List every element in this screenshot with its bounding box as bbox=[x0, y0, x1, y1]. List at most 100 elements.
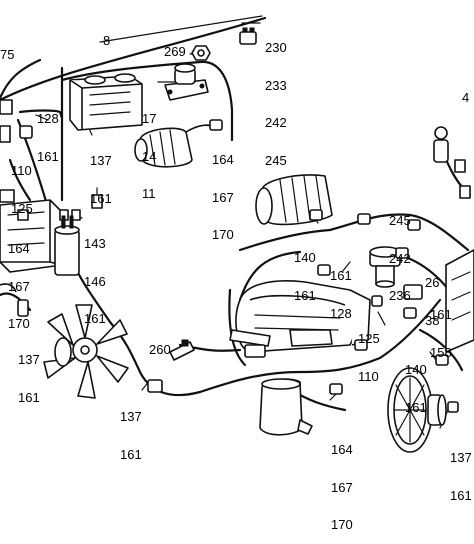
callout-230: 230 233 242 245 bbox=[265, 17, 287, 180]
callout-line: 242 bbox=[389, 250, 411, 266]
alternator bbox=[255, 174, 333, 226]
radiator-fan bbox=[387, 367, 459, 453]
callout-line: 167 bbox=[212, 189, 234, 205]
callout-137-161-b: 137 161 bbox=[18, 329, 40, 417]
wiring-diagram: 75 8 230 233 242 245 269 128 161 17 14 1… bbox=[0, 15, 474, 531]
callout-line: 8 bbox=[103, 33, 111, 48]
connector-right-160 bbox=[403, 307, 417, 319]
callout-line: 158 bbox=[430, 344, 452, 360]
callout-125-110: 125 110 bbox=[358, 308, 380, 396]
callout-164-167-170-b: 164 167 170 bbox=[8, 218, 30, 343]
callout-line: 161 bbox=[18, 389, 40, 405]
callout-line: 110 bbox=[358, 368, 379, 384]
callout-75: 75 bbox=[0, 47, 15, 62]
callout-line: 161 bbox=[84, 311, 106, 326]
small-clip-143 bbox=[91, 187, 103, 209]
connector-161-158 bbox=[403, 284, 423, 300]
callout-line: 26 bbox=[425, 275, 440, 290]
left-edge-connectors bbox=[0, 99, 33, 203]
intake-manifold bbox=[229, 280, 371, 358]
callout-line: 170 bbox=[331, 517, 353, 532]
callout-140-161-a: 140 161 bbox=[294, 227, 316, 315]
callout-line: 75 bbox=[0, 47, 15, 62]
callout-245-242-236: 245 242 236 bbox=[389, 190, 411, 315]
connector-137-161-fan bbox=[147, 379, 163, 393]
diagram-drawing bbox=[0, 15, 474, 453]
callout-line: 269 bbox=[164, 44, 186, 59]
callout-line: 38 bbox=[425, 312, 440, 328]
callout-line: 140 bbox=[405, 362, 427, 377]
callout-line: 161 bbox=[430, 307, 452, 322]
callout-164-167-170-a: 164 167 170 bbox=[212, 129, 234, 254]
callout-line: 164 bbox=[331, 442, 353, 457]
callout-line: 170 bbox=[8, 316, 30, 331]
callout-line: 260 bbox=[149, 342, 171, 357]
callout-line: 14 bbox=[142, 148, 157, 164]
callout-line: 128 bbox=[37, 111, 59, 126]
right-edge-parts bbox=[433, 126, 474, 353]
connector-140-161-right bbox=[435, 354, 449, 366]
callout-line: 245 bbox=[389, 213, 411, 228]
callout-26-38: 26 38 bbox=[425, 252, 439, 340]
callout-line: 161 bbox=[405, 399, 427, 415]
connector-161-128 bbox=[317, 264, 331, 276]
callout-137-161-a: 137 161 bbox=[90, 130, 112, 218]
callout-137-161-d: 137 161 bbox=[450, 427, 472, 515]
connector-230-group bbox=[239, 27, 257, 45]
callout-line: 161 bbox=[294, 287, 316, 303]
callout-line: 137 bbox=[90, 153, 112, 168]
callout-line: 4 bbox=[462, 90, 470, 105]
callout-110-125: 110 125 bbox=[11, 140, 33, 228]
callout-line: 146 bbox=[84, 273, 106, 289]
connector-125-110 bbox=[371, 295, 383, 307]
washer-reservoir bbox=[259, 378, 343, 436]
callout-4: 4 bbox=[462, 90, 470, 105]
callout-line: 125 bbox=[11, 200, 33, 216]
callout-161-158: 161 158 bbox=[430, 284, 452, 372]
callout-line: 233 bbox=[265, 77, 287, 93]
callout-line: 170 bbox=[212, 227, 234, 242]
callout-line: 236 bbox=[389, 288, 411, 303]
callout-line: 110 bbox=[11, 163, 32, 178]
callout-260: 260 bbox=[149, 342, 171, 357]
callout-line: 167 bbox=[331, 479, 353, 495]
callout-line: 161 bbox=[120, 446, 142, 462]
callout-143-146-161: 143 146 161 bbox=[84, 213, 106, 338]
callout-line: 140 bbox=[294, 250, 316, 265]
callout-line: 17 bbox=[142, 111, 157, 126]
fan bbox=[43, 304, 129, 399]
connector-left-137 bbox=[0, 283, 29, 317]
callout-line: 11 bbox=[142, 186, 156, 201]
callout-line: 161 bbox=[450, 487, 472, 503]
callout-line: 167 bbox=[8, 278, 30, 294]
callout-line: 137 bbox=[18, 352, 40, 367]
connector-245-group bbox=[357, 213, 421, 231]
ignition-coil bbox=[134, 119, 223, 168]
callout-17-14-11: 17 14 11 bbox=[142, 88, 156, 213]
callout-161-128: 161 128 bbox=[330, 245, 352, 333]
callout-line: 161 bbox=[90, 190, 112, 206]
sensor-260 bbox=[169, 339, 195, 361]
callout-137-161-c: 137 161 bbox=[120, 386, 142, 474]
callout-line: 128 bbox=[330, 305, 352, 321]
callout-128-161: 128 161 bbox=[37, 88, 59, 176]
callout-line: 137 bbox=[450, 450, 472, 465]
callout-164-167-170-c: 164 167 170 bbox=[331, 419, 353, 544]
callout-8: 8 bbox=[103, 33, 111, 48]
callout-line: 230 bbox=[265, 40, 287, 55]
callout-line: 125 bbox=[358, 331, 380, 346]
callout-line: 161 bbox=[330, 268, 352, 283]
cylinder-143 bbox=[54, 215, 80, 276]
callout-line: 245 bbox=[265, 152, 287, 168]
throttle-body bbox=[369, 246, 409, 288]
callout-line: 164 bbox=[8, 241, 30, 256]
callout-line: 164 bbox=[212, 152, 234, 167]
callout-140-161-b: 140 161 bbox=[405, 339, 427, 427]
callout-line: 161 bbox=[37, 148, 59, 164]
relay-box bbox=[69, 73, 143, 131]
callout-line: 143 bbox=[84, 236, 106, 251]
callout-line: 137 bbox=[120, 409, 142, 424]
callout-269: 269 bbox=[164, 44, 186, 59]
sensor-17 bbox=[164, 63, 209, 101]
nut-269 bbox=[191, 45, 211, 61]
